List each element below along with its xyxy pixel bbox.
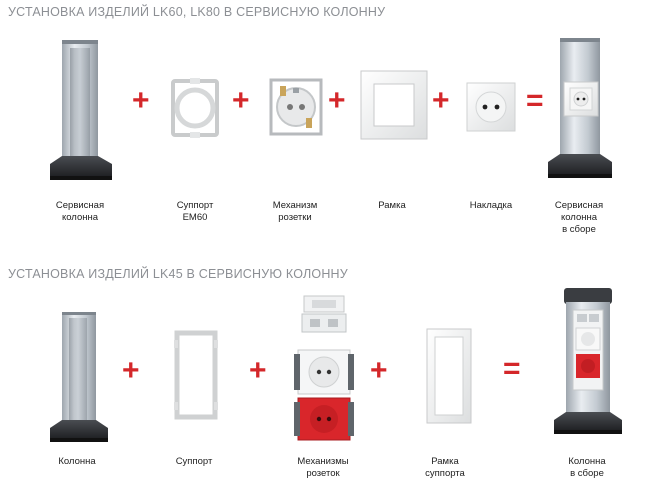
support-frame-cover-icon bbox=[426, 328, 472, 424]
plus-sign: + bbox=[232, 84, 250, 117]
equals-sign: = bbox=[526, 84, 544, 117]
service-column-icon bbox=[50, 40, 112, 180]
socket-mechanism-icon bbox=[269, 78, 323, 136]
caption-support: Суппорт bbox=[175, 456, 213, 467]
plus-sign: + bbox=[432, 84, 450, 117]
equals-sign: = bbox=[503, 352, 521, 385]
cover-plate-icon bbox=[466, 82, 516, 132]
plus-sign: + bbox=[122, 354, 140, 387]
caption-frame: Рамка bbox=[378, 200, 406, 211]
assembled-column-lk45-icon bbox=[554, 288, 622, 434]
assembled-column-icon bbox=[548, 38, 612, 178]
section2-title: УСТАНОВКА ИЗДЕЛИЙ LK45 В СЕРВИСНУЮ КОЛОН… bbox=[8, 267, 348, 281]
plus-sign: + bbox=[370, 354, 388, 387]
caption-column: Колонна bbox=[58, 456, 96, 467]
support-frame-icon bbox=[174, 330, 218, 420]
plus-sign: + bbox=[328, 84, 346, 117]
support-em60-icon bbox=[171, 78, 219, 138]
section1-title: УСТАНОВКА ИЗДЕЛИЙ LK60, LK80 В СЕРВИСНУЮ… bbox=[8, 5, 386, 19]
plus-sign: + bbox=[249, 354, 267, 387]
socket-modules-icon bbox=[294, 295, 354, 441]
frame-icon bbox=[360, 70, 428, 140]
caption-cover-plate: Накладка bbox=[469, 200, 513, 211]
column-icon bbox=[50, 312, 108, 442]
plus-sign: + bbox=[132, 84, 150, 117]
